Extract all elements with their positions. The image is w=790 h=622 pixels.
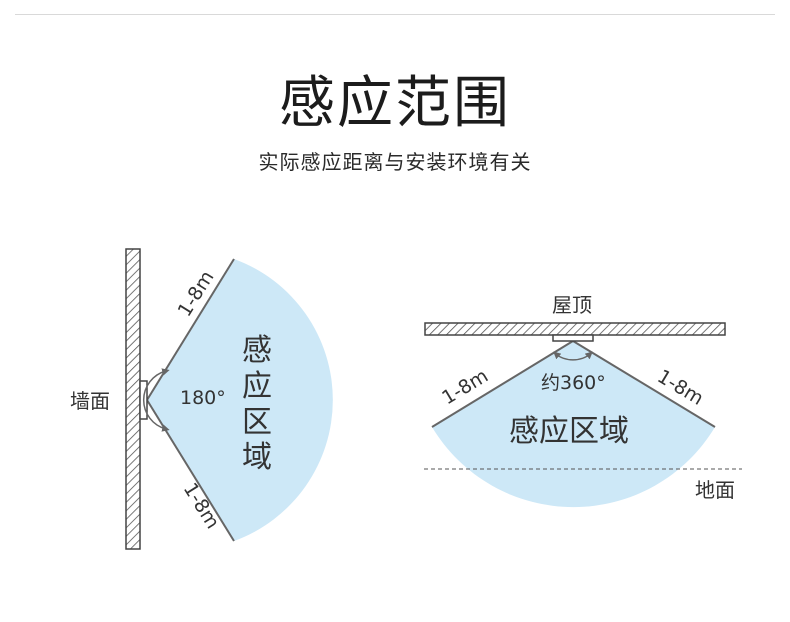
top-divider [15,14,775,15]
ceiling-range-line-right [572,340,716,428]
ceiling-label: 屋顶 [552,293,592,317]
wall-angle-arc [142,368,170,432]
wall-label: 墙面 [70,389,110,413]
wall-zone-char: 区 [242,405,272,440]
ceiling-mount-diagram: 屋顶 约360° 1-8m 1-8m 感应区域 地面 [424,293,742,508]
page-subtitle: 实际感应距离与安装环境有关 [258,150,532,174]
ceiling-sensing-zone [432,341,715,508]
wall-zone-char: 域 [242,440,272,475]
ground-label: 地面 [695,478,735,502]
wall-mount-diagram: 墙面 180° 1-8m 1-8m 感 应 区 域 [70,248,333,550]
ceiling-angle-label: 约360° [541,372,606,394]
wall-sensing-zone [147,259,333,541]
ceiling-angle-arc [553,351,593,361]
ceiling-sensor-device [552,334,594,342]
wall-zone-label: 感 应 区 域 [242,333,272,475]
page-title: 感应范围 [279,71,511,136]
ceiling-range-line-left [431,340,574,428]
wall-angle-label: 180° [180,387,226,409]
wall-zone-char: 感 [242,333,272,368]
wall-zone-char: 应 [242,369,272,404]
ceiling-zone-label: 感应区域 [509,414,629,449]
wall [125,248,141,550]
ceiling [424,322,726,336]
